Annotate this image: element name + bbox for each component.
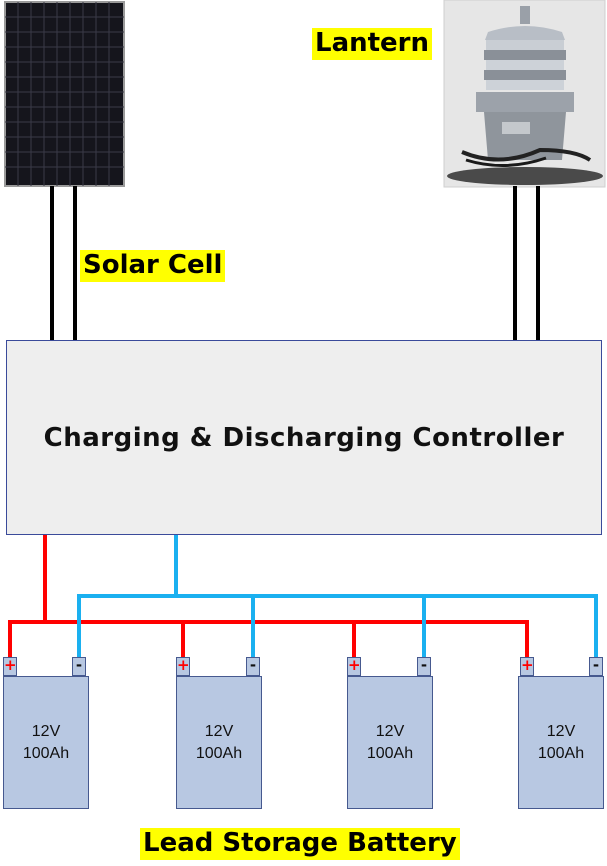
battery-4-negative-terminal: -	[589, 657, 603, 676]
battery-2-positive-terminal: +	[176, 656, 190, 676]
solar-cell-label: Solar Cell	[80, 250, 226, 282]
battery-1-capacity: 100Ah	[22, 744, 70, 762]
battery-4-capacity: 100Ah	[537, 744, 585, 762]
solar-cable	[50, 186, 77, 340]
battery-3-voltage: 12V	[375, 722, 405, 740]
solar-panel-icon	[4, 1, 125, 187]
battery-4-positive-terminal: +	[520, 656, 534, 676]
battery-2-capacity: 100Ah	[195, 744, 243, 762]
lead-storage-battery-label: Lead Storage Battery	[140, 828, 460, 860]
battery-3-negative-terminal: -	[417, 657, 431, 676]
positive-wiring	[8, 535, 529, 657]
charging-controller-box: Charging & Discharging Controller	[6, 340, 602, 535]
negative-wiring	[77, 535, 598, 657]
battery-2: 12V 100Ah	[176, 676, 262, 809]
lantern-label: Lantern	[312, 28, 433, 60]
battery-4: 12V 100Ah	[518, 676, 604, 809]
battery-2-voltage: 12V	[204, 722, 234, 740]
battery-3-positive-terminal: +	[347, 656, 361, 676]
battery-1-positive-terminal: +	[3, 656, 17, 676]
battery-4-voltage: 12V	[546, 722, 576, 740]
battery-2-negative-terminal: -	[246, 657, 260, 676]
lantern-cable	[513, 186, 540, 340]
battery-3: 12V 100Ah	[347, 676, 433, 809]
battery-1-negative-terminal: -	[72, 657, 86, 676]
battery-1: 12V 100Ah	[3, 676, 89, 809]
battery-3-capacity: 100Ah	[366, 744, 414, 762]
controller-label: Charging & Discharging Controller	[43, 422, 565, 453]
battery-1-voltage: 12V	[31, 722, 61, 740]
lantern-icon	[443, 0, 606, 188]
